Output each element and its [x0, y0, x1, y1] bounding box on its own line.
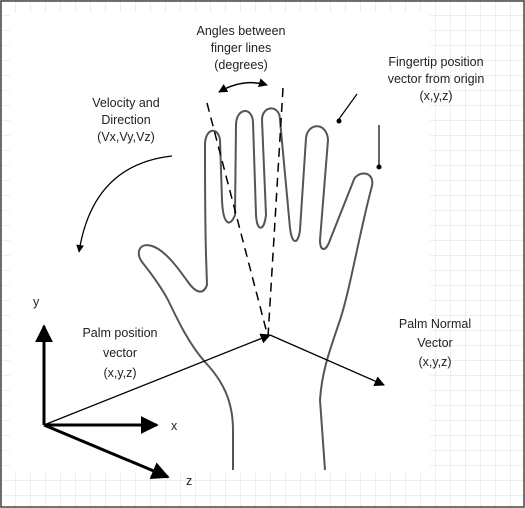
z-axis-label: z: [186, 474, 192, 488]
fingertip-label-line3: (x,y,z): [419, 89, 452, 103]
fingertip-label-line1: Fingertip position: [388, 55, 483, 69]
velocity-label-line2: Direction: [101, 113, 150, 127]
palm-position-label-line3: (x,y,z): [103, 366, 136, 380]
velocity-label-line1: Velocity and: [92, 96, 159, 110]
palm-normal-label-line2: Vector: [417, 336, 452, 350]
fingertip-dot-1: [337, 119, 342, 124]
fingertip-label-line2: vector from origin: [388, 72, 485, 86]
palm-position-label-line1: Palm position: [82, 326, 157, 340]
x-axis-label: x: [171, 419, 178, 433]
velocity-label-line3: (Vx,Vy,Vz): [97, 130, 155, 144]
angles-label-line3: (degrees): [214, 58, 268, 72]
angles-label-line2: finger lines: [211, 41, 271, 55]
fingertip-dot-2: [377, 165, 382, 170]
palm-position-label-line2: vector: [103, 346, 137, 360]
palm-normal-label-line1: Palm Normal: [399, 317, 471, 331]
content-panel: [10, 12, 430, 472]
palm-normal-label-line3: (x,y,z): [418, 355, 451, 369]
y-axis-label: y: [33, 295, 40, 309]
angles-label-line1: Angles between: [197, 24, 286, 38]
